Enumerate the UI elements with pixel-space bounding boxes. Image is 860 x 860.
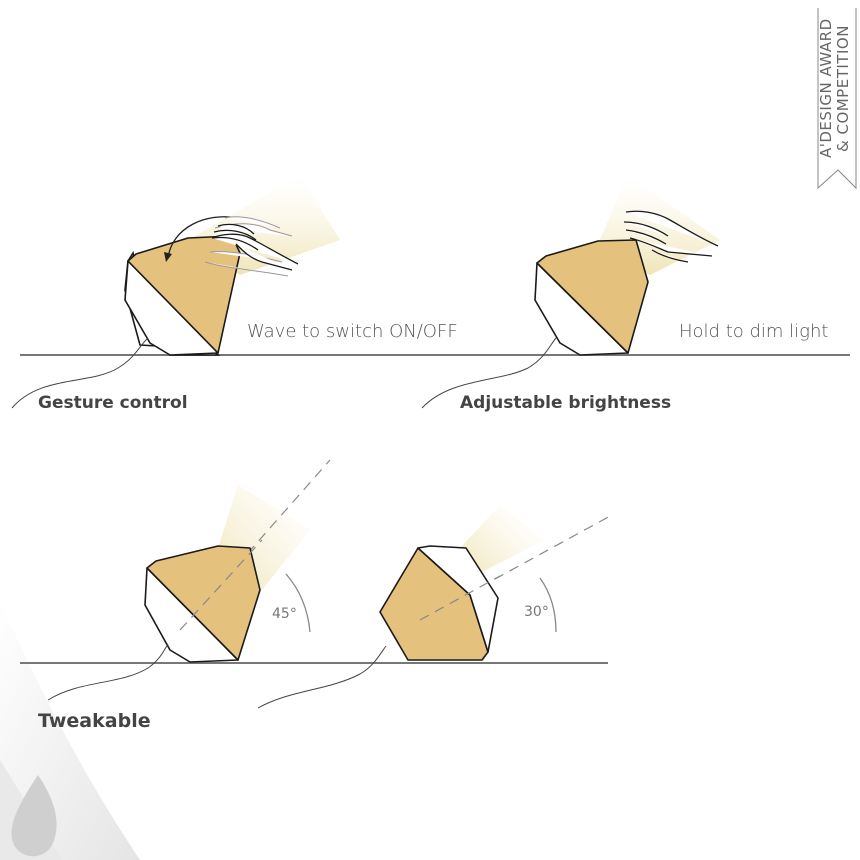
leader-line	[257, 645, 387, 709]
hand-icon	[211, 223, 299, 271]
leader-line	[421, 337, 557, 409]
angle-b-label: 30°	[524, 604, 549, 620]
angle-arc	[539, 577, 557, 633]
wave-arrow-icon	[167, 216, 239, 259]
lamp-wood-body	[146, 545, 261, 661]
angle-a-label: 45°	[272, 606, 297, 622]
panel-gesture: Wave to switch ON/OFF Gesture control	[11, 175, 470, 413]
lamp-white-body	[417, 545, 499, 653]
angle-arc	[285, 573, 311, 633]
gesture-action-caption: Wave to switch ON/OFF	[247, 321, 458, 342]
hand-icon	[623, 210, 719, 263]
panel-brightness: Hold to dim light Adjustable brightness	[421, 175, 850, 413]
award-badge: A'DESIGN AWARD & COMPETITION	[817, 8, 857, 190]
badge-chevron-icon	[817, 8, 857, 190]
lamp-illustration	[534, 239, 649, 356]
award-corner-logo	[0, 600, 140, 860]
leader-line	[11, 337, 149, 409]
tweakable-title: Tweakable	[38, 710, 151, 732]
brightness-action-caption: Hold to dim light	[679, 321, 828, 342]
brightness-title: Adjustable brightness	[460, 393, 671, 413]
badge-line1: A'DESIGN AWARD	[817, 18, 835, 158]
lamp-illustration	[124, 235, 241, 356]
badge-line2: & COMPETITION	[834, 25, 852, 152]
award-droplet-logo-icon	[11, 775, 57, 857]
light-beam	[460, 505, 545, 575]
leader-line	[47, 643, 169, 701]
gesture-title: Gesture control	[38, 393, 188, 413]
lamp-illustration	[144, 545, 261, 663]
panel-tweakable: 45° 30° Tweakable	[20, 459, 613, 732]
lamp-illustration	[379, 545, 499, 661]
